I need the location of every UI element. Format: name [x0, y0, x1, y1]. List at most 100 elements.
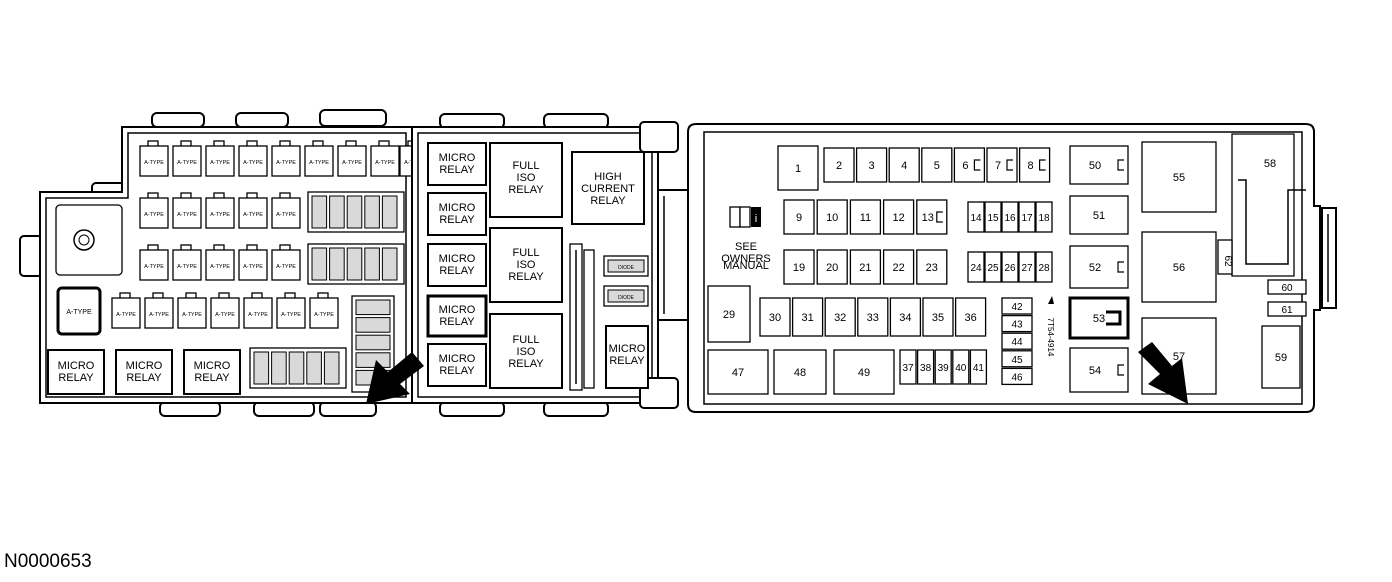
atype-fuse-label: A-TYPE: [177, 264, 197, 270]
fuse-slot-23: [916, 249, 948, 285]
fuse-slot-24: [967, 251, 985, 283]
fuse-slot-27: [1018, 251, 1036, 283]
fuse-slot-31: [791, 297, 824, 337]
fuse-slot-32: [824, 297, 856, 337]
fuse-slot-label: 50: [1089, 160, 1101, 172]
fuse-slot-16: [1001, 201, 1019, 233]
fuse-slot-label: 19: [793, 262, 805, 274]
atype-fuse-label: A-TYPE: [281, 312, 301, 318]
fuse-slot-13: [916, 199, 948, 235]
fuse-slot-label: 59: [1275, 352, 1287, 364]
fuse-slot-label: 48: [794, 367, 806, 379]
atype-fuse-label: A-TYPE: [243, 212, 263, 218]
fuse-slot-label: 26: [1004, 263, 1016, 274]
fuse-slot-label: 5: [934, 160, 940, 172]
fuse-slot-53: [1068, 296, 1130, 340]
atype-fuse-label: A-TYPE: [177, 160, 197, 166]
atype-fuse: [370, 145, 400, 177]
fuse-slot-49: [833, 349, 895, 395]
atype-fuse-label: A-TYPE: [314, 312, 334, 318]
fuse-slot-29: [707, 285, 751, 343]
fuse-slot-label: 37: [902, 363, 914, 374]
fuse-slot-label: 10: [826, 212, 838, 224]
owners-note-line-2: MANUAL: [723, 260, 769, 272]
atype-fuse: [238, 145, 268, 177]
fuse-slot-label: 20: [826, 262, 838, 274]
fuse-slot-26: [1001, 251, 1019, 283]
fuse-slot-61: [1267, 301, 1307, 317]
atype-fuse: [271, 145, 301, 177]
fuse-slot-label: 54: [1089, 365, 1101, 377]
fuse-slot-19: [783, 249, 815, 285]
fuse-slot-label: 2: [836, 160, 842, 172]
atype-fuse: [309, 297, 339, 329]
fuse-slot-label: 24: [970, 263, 982, 274]
fuse-slot-label: 43: [1011, 320, 1023, 331]
fuse-slot-30: [759, 297, 791, 337]
fuse-slot-label: 36: [964, 312, 976, 324]
fuse-slot-3: [855, 147, 888, 183]
fuse-slot-28: [1035, 251, 1053, 283]
fuse-slot-label: 30: [769, 312, 781, 324]
fuse-slot-5: [921, 147, 953, 183]
fuse-slot-label: 23: [926, 262, 938, 274]
fuse-slot-47: [707, 349, 769, 395]
fuse-slot-46: [1001, 367, 1033, 386]
atype-fuse-label: A-TYPE: [144, 264, 164, 270]
atype-fuse: [172, 145, 202, 177]
fuse-slot-6: [953, 147, 986, 183]
atype-fuse-label: A-TYPE: [144, 160, 164, 166]
fuse-slot-label: 34: [899, 312, 911, 324]
atype-fuse-label: A-TYPE: [177, 212, 197, 218]
fuse-slot-11: [849, 199, 882, 235]
fuse-slot-label: 6: [962, 160, 968, 172]
fuse-slot-label: 56: [1173, 262, 1185, 274]
fuse-slot-17: [1018, 201, 1036, 233]
fuse-slot-41: [969, 349, 988, 385]
atype-fuse-label: A-TYPE: [309, 160, 329, 166]
atype-fuse-label: A-TYPE: [276, 264, 296, 270]
atype-fuse: [243, 297, 273, 329]
fuse-slot-34: [889, 297, 922, 337]
atype-fuse-label: A-TYPE: [276, 160, 296, 166]
fuse-slot-label: 42: [1011, 302, 1023, 313]
fuse-slot-label: 53: [1093, 313, 1105, 325]
fuse-slot-label: 14: [970, 213, 982, 224]
middle-connector-strip: DIODE DIODE: [569, 243, 649, 391]
fuse-slot-9: [783, 199, 815, 235]
pointer-arrows: [366, 342, 1188, 404]
atype-fuse-label: A-TYPE: [144, 212, 164, 218]
fuse-slot-55: [1141, 141, 1217, 213]
atype-fuse: [139, 249, 169, 281]
fuse-slot-label: 29: [723, 309, 735, 321]
fuse-slot-10: [816, 199, 848, 235]
fuse-slot-label: 13: [922, 212, 934, 224]
fuse-slot-45: [1001, 350, 1033, 368]
fuse-slot-40: [952, 349, 970, 385]
atype-fuse: [205, 197, 235, 229]
fuse-slot-22: [882, 249, 915, 285]
atype-fuse-label: A-TYPE: [276, 212, 296, 218]
fuse-slot-59: [1261, 325, 1301, 389]
fuse-slot-label: 9: [796, 212, 802, 224]
fuse-slot-label: 31: [801, 312, 813, 324]
fuse-slot-35: [922, 297, 954, 337]
atype-fuse-label: A-TYPE: [243, 160, 263, 166]
atype-fuse: [172, 249, 202, 281]
fuse-slot-label: 28: [1038, 263, 1050, 274]
atype-fuse-label: A-TYPE: [66, 309, 92, 316]
fuse-slot-label: 25: [987, 263, 999, 274]
atype-fuse: [238, 249, 268, 281]
atype-fuse: [111, 297, 141, 329]
fuse-slot-label: 8: [1028, 160, 1034, 172]
arrow-right: [1138, 342, 1188, 404]
fuse-slot-label: 55: [1173, 172, 1185, 184]
